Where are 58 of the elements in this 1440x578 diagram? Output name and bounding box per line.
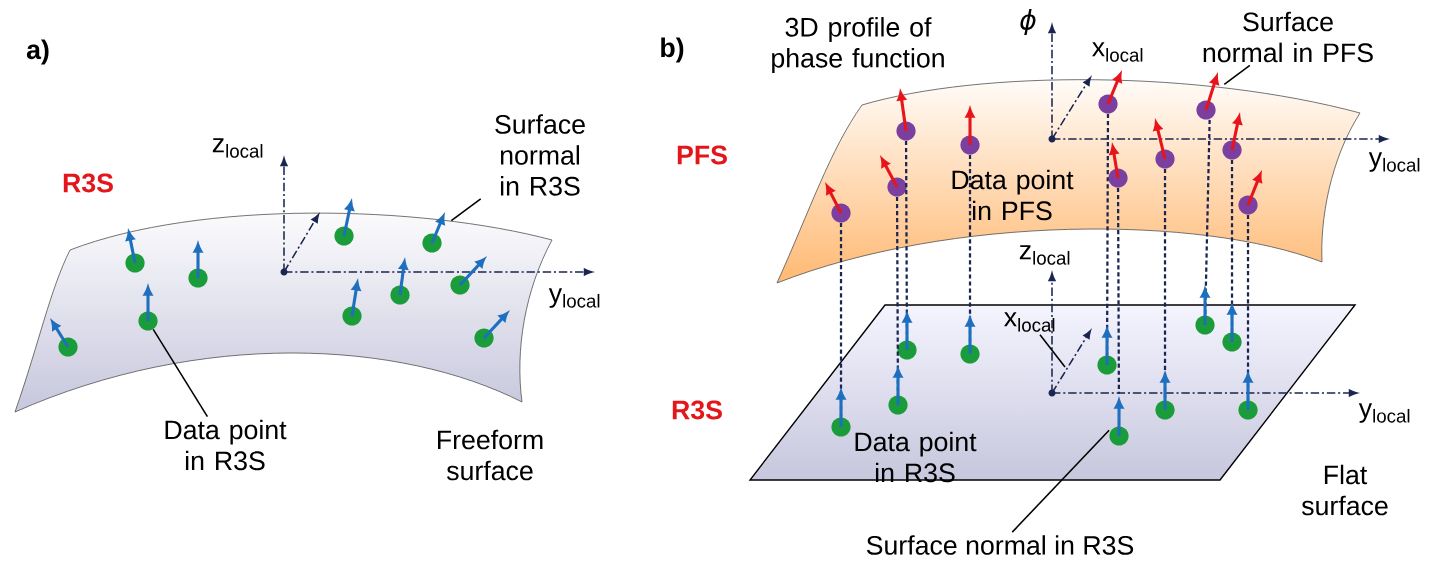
region-label: R3S — [672, 400, 722, 420]
data-point-dot — [831, 203, 851, 223]
data-point-dot — [450, 275, 470, 295]
data-point-dot — [831, 417, 851, 437]
data-point-with-normal — [422, 214, 445, 253]
leader-line — [152, 328, 209, 418]
axis-label: z$_{local}$ — [212, 138, 263, 158]
leader-line — [1011, 429, 1110, 533]
callout-text: x$_{local}$ — [1004, 312, 1055, 332]
data-point-dot — [888, 395, 908, 415]
text-label: Data point in R3S — [855, 431, 977, 483]
leader-line — [1223, 64, 1251, 86]
data-point-dot — [1155, 149, 1175, 169]
data-point-dot — [1108, 168, 1128, 188]
data-point-dot — [58, 337, 78, 357]
data-point-dot — [1222, 140, 1242, 160]
data-point-dot — [1097, 355, 1117, 375]
text-label: 3D profile of phase function — [772, 17, 944, 73]
panel-label: a) — [26, 39, 49, 65]
data-point-dot — [1238, 195, 1258, 215]
region-label: PFS — [677, 145, 727, 165]
data-point-dot — [960, 344, 980, 364]
callout-text: Data point in R3S — [165, 419, 287, 471]
data-point-dot — [188, 268, 208, 288]
callout-text: Surface normal in R3S — [495, 114, 585, 196]
data-point-with-normal — [1109, 399, 1129, 446]
data-point-dot — [887, 177, 907, 197]
data-point-dot — [342, 306, 362, 326]
text-label: Data point in PFS — [952, 169, 1074, 221]
axis-label: y$_{local}$ — [1368, 152, 1420, 172]
data-point-dot — [1195, 315, 1215, 335]
data-point-dot — [334, 226, 354, 246]
data-point-dot — [896, 121, 916, 141]
callout-text: Surface normal in PFS — [1203, 11, 1373, 63]
axis-label: z$_{local}$ — [1019, 245, 1070, 265]
region-label: R3S — [63, 173, 113, 193]
data-point-dot — [125, 253, 145, 273]
axis-label: y$_{local}$ — [1358, 403, 1410, 423]
callout-text: Surface normal in R3S — [866, 535, 1134, 555]
axis-label: y$_{local}$ — [548, 288, 600, 308]
text-label: Flat surface — [1301, 464, 1388, 516]
axis-label: ϕ — [1020, 9, 1036, 35]
data-point-dot — [1098, 94, 1118, 114]
data-point-dot — [1238, 400, 1258, 420]
data-point-dot — [1155, 400, 1175, 420]
projection-line — [1116, 187, 1121, 394]
panel-label: b) — [661, 37, 684, 63]
data-point-with-normal — [1196, 74, 1219, 120]
axis-label: x$_{local}$ — [1092, 42, 1143, 62]
data-point-dot — [390, 285, 410, 305]
data-point-dot — [897, 340, 917, 360]
data-point-dot — [138, 311, 158, 331]
leader-line — [450, 198, 482, 222]
text-label: Freeform surface — [438, 429, 543, 481]
data-point-dot — [1222, 332, 1242, 352]
data-point-dot — [960, 135, 980, 155]
leader-line — [1039, 334, 1066, 368]
data-point-dot — [474, 328, 494, 348]
